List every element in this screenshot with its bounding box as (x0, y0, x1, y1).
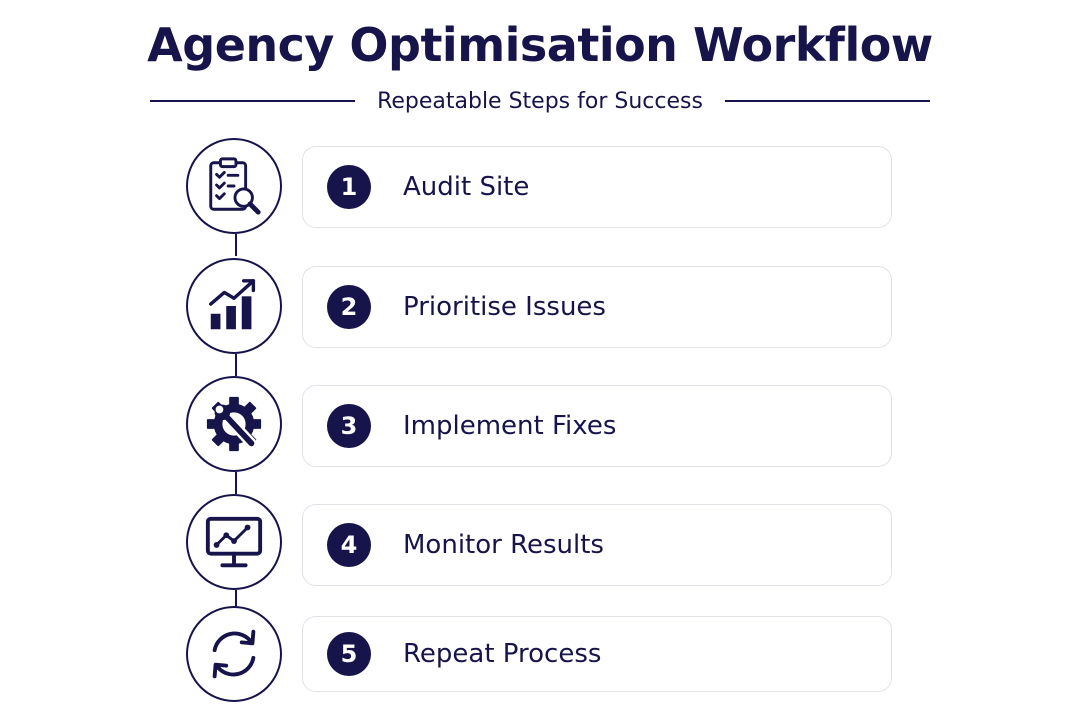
step-label: Audit Site (403, 172, 530, 202)
clipboard-search-icon (209, 157, 261, 215)
step-5-icon-circle (186, 606, 282, 702)
connector-line (235, 354, 237, 376)
step-2-icon-circle (186, 258, 282, 354)
subtitle: Repeatable Steps for Success (377, 88, 703, 114)
step-card-2: 2 Prioritise Issues (302, 266, 892, 348)
step-number-badge: 3 (327, 404, 371, 448)
step-card-1: 1 Audit Site (302, 146, 892, 228)
subtitle-row: Repeatable Steps for Success (150, 86, 930, 116)
step-number-badge: 4 (327, 523, 371, 567)
step-label: Implement Fixes (403, 411, 617, 441)
refresh-cycle-icon (212, 629, 256, 679)
gear-wrench-icon (206, 396, 262, 452)
step-number-badge: 2 (327, 285, 371, 329)
step-number-badge: 5 (327, 632, 371, 676)
step-number-badge: 1 (327, 165, 371, 209)
step-1-icon-circle (186, 138, 282, 234)
connector-line (235, 590, 237, 612)
step-label: Prioritise Issues (403, 292, 606, 322)
step-label: Repeat Process (403, 639, 602, 669)
step-card-5: 5 Repeat Process (302, 616, 892, 692)
monitor-chart-icon (205, 516, 263, 568)
step-3-icon-circle (186, 376, 282, 472)
page-title: Agency Optimisation Workflow (147, 18, 933, 72)
step-card-4: 4 Monitor Results (302, 504, 892, 586)
connector-line (235, 234, 237, 256)
step-label: Monitor Results (403, 530, 604, 560)
step-card-3: 3 Implement Fixes (302, 385, 892, 467)
step-4-icon-circle (186, 494, 282, 590)
bar-chart-growth-icon (209, 279, 256, 330)
divider-right (724, 100, 930, 102)
connector-line (235, 472, 237, 494)
divider-left (150, 100, 356, 102)
